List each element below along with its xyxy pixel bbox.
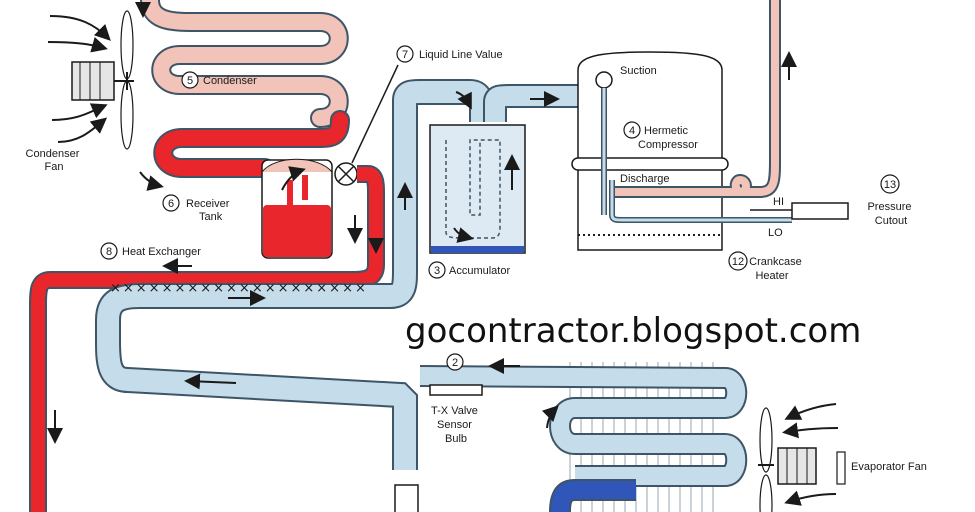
condenser-label: Condenser (203, 75, 257, 87)
receiver-tank-label: Receiver Tank (186, 198, 232, 223)
condenser-fan-motor (71, 61, 115, 101)
lo-label: LO (768, 227, 783, 239)
suction-label: Suction (620, 65, 657, 77)
marker-7-text: 7 (402, 49, 408, 61)
discharge-line (615, 0, 797, 198)
hermetic-compressor (571, 51, 792, 251)
accumulator-label: Accumulator (449, 265, 510, 277)
pressure-cutout (750, 202, 849, 220)
pressure-cutout-label: Pressure Cutout (867, 201, 914, 227)
heat-exchanger-label: Heat Exchanger (122, 246, 201, 258)
receiver-tank (261, 158, 333, 259)
evaporator-coil (394, 358, 748, 512)
marker-13 (880, 174, 900, 194)
text-labels: Condenser Condenser Fan Receiver Tank Li… (26, 49, 927, 473)
marker-2 (446, 353, 464, 371)
crankcase-heater-label-line2: Heater (755, 270, 788, 282)
watermark-text: gocontractor.blogspot.com (405, 311, 861, 351)
txv-label-line2: Sensor (437, 419, 472, 431)
crankcase-heater-label: Crankcase Heater (749, 256, 805, 282)
marker-3-text: 3 (434, 265, 440, 277)
txv-label-line3: Bulb (445, 433, 467, 445)
receiver-tank-label-line2: Tank (199, 211, 223, 223)
number-markers: 2 3 4 5 6 7 8 12 13 (100, 45, 900, 371)
evaporator-fan-label: Evaporator Fan (851, 461, 927, 473)
marker-4-text: 4 (629, 125, 635, 137)
marker-3 (428, 261, 446, 279)
liquid-line-valve-label: Liquid Line Value (419, 49, 503, 61)
liquid-line (29, 165, 385, 512)
condenser-fan-label-line2: Fan (45, 161, 64, 173)
condenser-fan (47, 10, 134, 150)
pressure-cutout-label-line2: Cutout (875, 215, 907, 227)
marker-6-text: 6 (168, 198, 174, 210)
txv-sensor-bulb (429, 384, 483, 396)
evaporator-fan (758, 403, 846, 512)
flow-arrows (47, 2, 192, 444)
condenser-fan-label: Condenser Fan (26, 148, 83, 173)
marker-4 (623, 121, 641, 139)
svg-text:××××××××××××××××××××: ×××××××××××××××××××× (110, 281, 368, 296)
marker-2-text: 2 (452, 357, 458, 369)
pressure-cutout-label-line1: Pressure (867, 201, 911, 213)
marker-12 (728, 251, 748, 271)
accumulator (347, 124, 526, 254)
fan-blade-icon (120, 10, 134, 80)
marker-5 (181, 71, 199, 89)
marker-12-text: 12 (732, 256, 744, 268)
condenser-fan-label-line1: Condenser (26, 148, 80, 160)
condenser-coil (140, 0, 350, 178)
marker-7 (396, 45, 414, 63)
hermetic-compressor-label-line2: Compressor (638, 139, 698, 151)
crankcase-heater-label-line1: Crankcase (749, 256, 802, 268)
receiver-tank-label-line1: Receiver (186, 198, 230, 210)
txv-sensor-bulb-label: T-X Valve Sensor Bulb (431, 405, 481, 445)
marker-8 (100, 242, 118, 260)
liquid-line-valve (334, 64, 399, 186)
marker-5-text: 5 (187, 75, 193, 87)
marker-8-text: 8 (106, 246, 112, 258)
hi-label: HI (773, 196, 784, 208)
hermetic-compressor-label-line1: Hermetic (644, 125, 689, 137)
fan-blade-icon (759, 407, 773, 473)
hermetic-compressor-label: Hermetic Compressor (638, 125, 698, 151)
discharge-label: Discharge (620, 173, 670, 185)
marker-6 (162, 194, 180, 212)
marker-13-text: 13 (884, 179, 896, 191)
txv-label-line1: T-X Valve (431, 405, 478, 417)
